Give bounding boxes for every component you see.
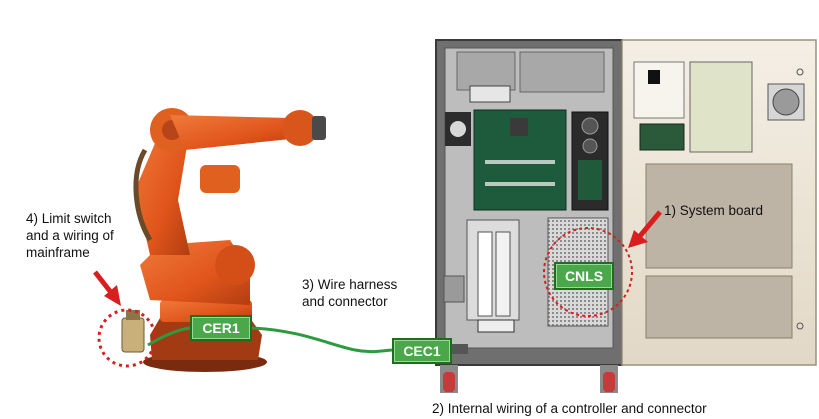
wire-harness <box>251 326 393 354</box>
connector-cec1: CEC1 <box>392 338 452 364</box>
robot-cable-bundle <box>133 148 153 242</box>
connector-cnls: CNLS <box>554 262 614 290</box>
door-upper-vent <box>645 163 793 269</box>
wire-harness-caption: 3) Wire harness and connector <box>302 276 397 310</box>
side-box <box>443 275 465 303</box>
door-lower-vent <box>645 275 793 339</box>
limit-switch-caption-line-3: mainframe <box>26 245 90 260</box>
robot-wrist <box>282 110 318 146</box>
limit-switch-caption: 4) Limit switch and a wiring of mainfram… <box>26 210 114 261</box>
amplifier-fan-1 <box>581 117 599 135</box>
door-info-panel <box>633 61 685 119</box>
door-window <box>689 61 753 153</box>
system-board-arrow <box>628 210 662 248</box>
top-unit-right <box>519 51 605 93</box>
system-board-arrow-shaft <box>638 210 662 238</box>
caster-left-wheel <box>443 372 455 392</box>
controller-cabinet <box>435 39 817 393</box>
io-rack-label <box>477 319 515 333</box>
limit-switch-caption-line-2: and a wiring of <box>26 228 114 243</box>
mainframe-wiring <box>147 326 191 347</box>
internal-wiring-caption: 2) Internal wiring of a controller and c… <box>432 401 707 416</box>
limit-switch <box>121 317 145 353</box>
cec1-socket <box>452 344 468 354</box>
board-connector-row-1 <box>485 160 555 164</box>
robot-upper-arm <box>170 115 300 150</box>
board-chip <box>510 118 528 136</box>
breaker-knob <box>450 121 466 137</box>
limit-switch-highlight-circle <box>97 308 157 368</box>
wire-harness-caption-line-2: and connector <box>302 294 388 309</box>
door-fan <box>772 88 800 116</box>
wire-harness-caption-line-1: 3) Wire harness <box>302 277 398 292</box>
limit-switch-head <box>126 310 140 320</box>
door-teach-board <box>639 123 685 151</box>
robot-flange <box>312 116 326 140</box>
caster-right-wheel <box>603 372 615 392</box>
board-connector-row-2 <box>485 182 555 186</box>
limit-switch-caption-line-1: 4) Limit switch <box>26 211 112 226</box>
connector-cer1: CER1 <box>190 315 252 341</box>
system-board-highlight-circle <box>543 227 633 317</box>
robot-lower-arm <box>135 120 190 255</box>
system-board-arrow-head <box>628 230 648 248</box>
robot-arm-motor <box>200 165 240 193</box>
top-unit-left <box>456 51 516 91</box>
limit-switch-arrow <box>93 270 121 306</box>
robot-shoulder-motor <box>215 245 255 285</box>
io-module-2 <box>495 231 511 317</box>
amplifier-board <box>578 160 602 200</box>
io-module-1 <box>477 231 493 317</box>
door-hinge-top <box>796 68 804 76</box>
io-rack <box>466 219 520 321</box>
system-board-caption: 1) System board <box>664 203 764 218</box>
industrial-robot <box>133 108 326 372</box>
limit-switch-area <box>97 308 157 368</box>
top-small-panel <box>469 85 511 103</box>
door-info-mark <box>648 70 660 84</box>
door-hinge-bottom <box>796 322 804 330</box>
limit-switch-arrow-head <box>104 285 121 306</box>
amplifier-fan-2 <box>582 138 598 154</box>
